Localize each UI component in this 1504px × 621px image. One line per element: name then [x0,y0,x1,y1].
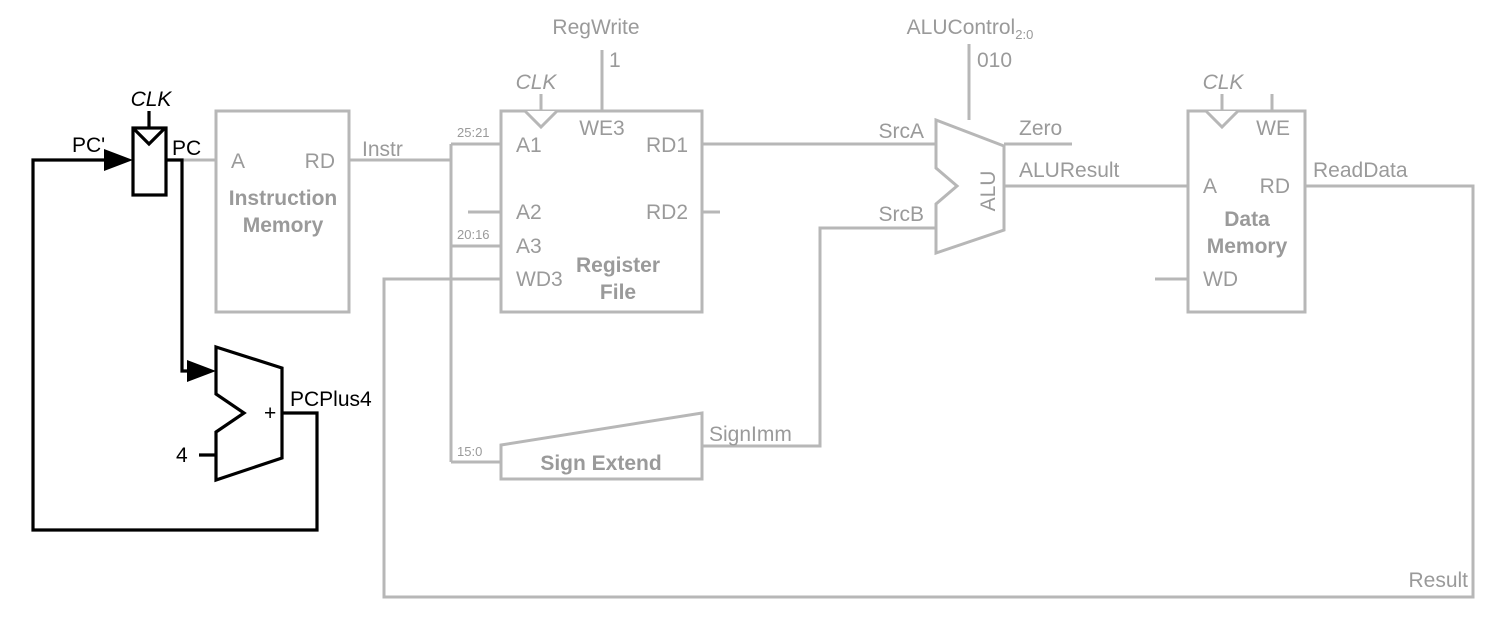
const-four-label: 4 [176,444,188,467]
rf-name-line1: Register [576,254,660,277]
pcplus4-label: PCPlus4 [290,388,372,411]
instruction-memory [214,109,351,314]
inactive-wires [166,44,1475,599]
instr-label: Instr [362,138,403,161]
rf-a1-label: A1 [516,134,542,157]
field-15-0: 15:0 [457,444,482,459]
rf-clk-label: CLK [516,71,558,94]
adder-plus-label: + [264,402,276,425]
arrow-pc-prime [104,149,133,171]
srca-label: SrcA [878,120,924,143]
rf-wd3-label: WD3 [516,268,563,291]
dm-name-line1: Data [1224,208,1270,231]
regwrite-value: 1 [609,49,621,72]
dm-we-label: WE [1256,117,1290,140]
pc-clk-triangle [132,127,166,147]
imem-name-line1: Instruction [229,187,338,210]
alucontrol-main: ALUControl [907,16,1016,39]
dm-clk-label: CLK [1203,71,1245,94]
dm-wd-label: WD [1203,268,1238,291]
regwrite-label: RegWrite [552,16,639,39]
pc-label: PC [172,137,201,160]
register-file [499,109,704,314]
imem-a-label: A [231,150,245,173]
pc-adder [214,344,284,483]
signimm-label: SignImm [709,423,792,446]
rf-we3-label: WE3 [579,117,625,140]
imem-rd-label: RD [305,150,335,173]
alu-block [934,117,1006,256]
alu-label: ALU [977,171,1000,212]
field-25-21: 25:21 [457,125,490,140]
pc-clk-label: CLK [131,88,173,111]
rf-a3-label: A3 [516,235,542,258]
imem-name-line2: Memory [243,214,324,237]
dm-a-label: A [1203,175,1217,198]
wire-wd3 [382,184,1475,599]
data-memory [1186,109,1307,314]
rf-rd1-label: RD1 [646,134,688,157]
rf-a2-label: A2 [516,201,542,224]
wire-signimm-srcb [702,226,936,448]
wire-pcplus4-feedback [31,158,319,532]
alucontrol-subscript: 2:0 [1015,27,1033,42]
rf-clk-triangle [523,109,559,130]
wire-pc-to-adder [166,158,198,373]
field-20-16: 20:16 [457,227,490,242]
sign-extend-label: Sign Extend [540,452,661,475]
aluresult-label: ALUResult [1019,159,1120,182]
alucontrol-label: ALUControl2:0 [907,16,1034,42]
alucontrol-value: 010 [977,49,1012,72]
dm-rd-label: RD [1260,175,1290,198]
dm-clk-triangle [1204,109,1240,130]
pc-register [131,126,168,197]
zero-label: Zero [1019,117,1062,140]
result-label: Result [1408,569,1468,592]
pc-prime-label: PC' [72,134,105,157]
dm-name-line2: Memory [1207,235,1288,258]
arrow-adder-input [187,360,216,382]
sign-extend-block [499,411,704,481]
rf-name-line2: File [600,281,636,304]
rf-rd2-label: RD2 [646,201,688,224]
srcb-label: SrcB [878,203,924,226]
readdata-label: ReadData [1313,159,1408,182]
